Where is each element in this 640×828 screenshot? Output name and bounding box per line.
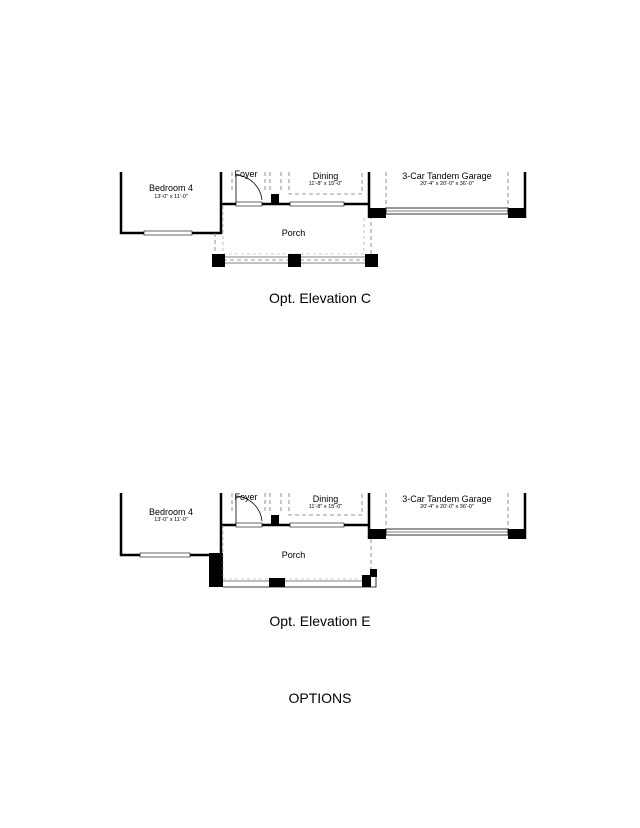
bedroom-dims: 13'-0" x 11'-0" <box>154 517 188 523</box>
dining-dims: 11'-8" x 15'-0" <box>308 181 343 187</box>
bedroom-dims: 13'-0" x 11'-0" <box>154 194 188 200</box>
caption-elevation-e: Opt. Elevation E <box>269 613 371 629</box>
garage-dims: 20'-4" x 20'-0" x 36'-0" <box>420 181 474 187</box>
foyer-label: Foyer <box>234 169 258 179</box>
plan-c-drawing <box>119 172 527 267</box>
garage-label: 3-Car Tandem Garage <box>402 494 492 504</box>
plan-e-drawing <box>119 493 527 588</box>
bedroom-label: Bedroom 4 <box>148 183 194 193</box>
caption-elevation-c: Opt. Elevation C <box>269 290 371 306</box>
foyer-label: Foyer <box>234 492 258 502</box>
porch-label: Porch <box>281 550 306 560</box>
dining-label: Dining <box>312 171 339 181</box>
options-title: OPTIONS <box>288 690 352 706</box>
floor-plan-elevation-c: Bedroom 4 13'-0" x 11'-0" Foyer Dining 1… <box>0 160 640 300</box>
garage-label: 3-Car Tandem Garage <box>402 171 492 181</box>
floor-plan-elevation-e: Bedroom 4 13'-0" x 11'-0" Foyer Dining 1… <box>0 483 640 623</box>
dining-dims: 11'-8" x 15'-0" <box>308 504 343 510</box>
garage-dims: 20'-4" x 20'-0" x 36'-0" <box>420 504 474 510</box>
dining-label: Dining <box>312 494 339 504</box>
bedroom-label: Bedroom 4 <box>148 507 194 517</box>
porch-label: Porch <box>281 228 306 238</box>
